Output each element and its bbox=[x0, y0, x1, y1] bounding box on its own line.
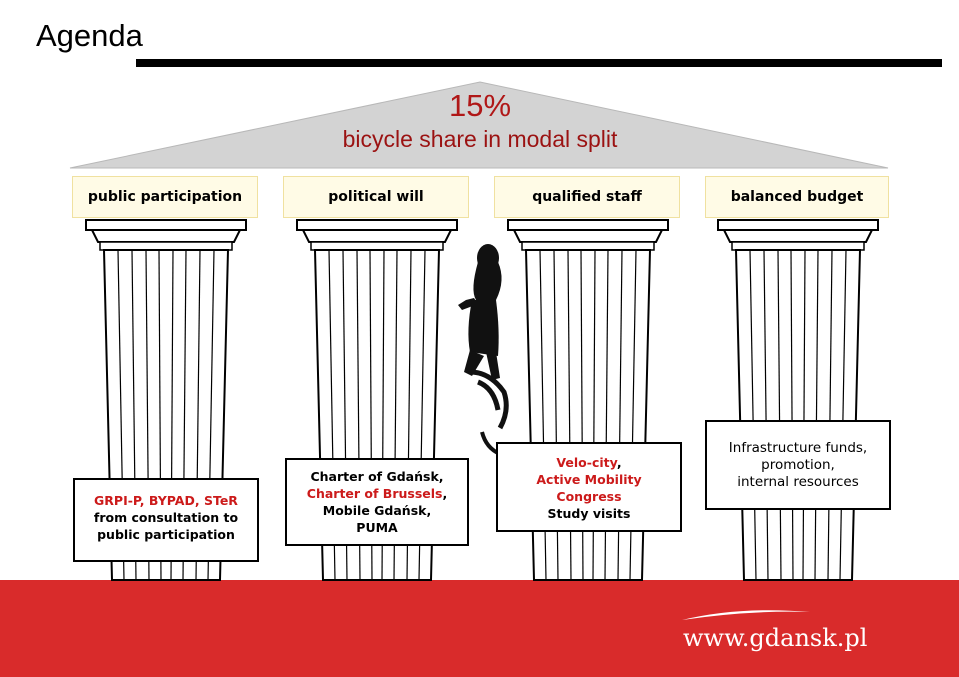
box3-line1-comma: , bbox=[616, 455, 622, 470]
bicycle-wheel-icon bbox=[469, 369, 509, 430]
box2-line1: Charter of Gdańsk, bbox=[310, 469, 444, 484]
pillar-4 bbox=[717, 219, 879, 581]
roof-percent: 15% bbox=[448, 88, 512, 123]
box3-line4: Study visits bbox=[547, 506, 631, 521]
red-floor-band bbox=[0, 580, 959, 677]
footer-url: www.gdansk.pl bbox=[683, 624, 868, 652]
box4-line2: promotion, bbox=[761, 457, 835, 473]
box3-line1-red: Velo-city bbox=[556, 455, 617, 470]
box3-line2: Active Mobility bbox=[536, 472, 642, 487]
beam-balanced-budget: balanced budget bbox=[705, 176, 889, 218]
box2-line4: PUMA bbox=[356, 520, 398, 535]
box1-line3: public participation bbox=[97, 527, 235, 542]
box-political-will: Charter of Gdańsk, Charter of Brussels, … bbox=[285, 458, 469, 546]
box2-line2-comma: , bbox=[442, 486, 448, 501]
roof-subtitle: bicycle share in modal split bbox=[342, 126, 618, 152]
beam-qualified-staff: qualified staff bbox=[494, 176, 680, 218]
box1-line1: GRPI-P, BYPAD, STeR bbox=[94, 493, 238, 508]
beam-political-will: political will bbox=[283, 176, 469, 218]
box1-line2: from consultation to bbox=[93, 510, 239, 525]
box2-line2-red: Charter of Brussels bbox=[306, 486, 443, 501]
box3-line3: Congress bbox=[556, 489, 622, 504]
box-balanced-budget: Infrastructure funds, promotion, interna… bbox=[705, 420, 891, 510]
cyclist-silhouette-icon bbox=[458, 244, 502, 380]
box4-line1: Infrastructure funds, bbox=[728, 440, 868, 456]
beam-public-participation: public participation bbox=[72, 176, 258, 218]
title-underline bbox=[136, 59, 942, 67]
box-public-participation: GRPI-P, BYPAD, STeR from consultation to… bbox=[73, 478, 259, 562]
slide-title: Agenda bbox=[36, 18, 143, 53]
box2-line3: Mobile Gdańsk, bbox=[322, 503, 432, 518]
box4-line3: internal resources bbox=[737, 474, 859, 490]
box-qualified-staff: Velo-city, Active Mobility Congress Stud… bbox=[496, 442, 682, 532]
gdansk-logo-swoosh-icon bbox=[682, 610, 810, 620]
